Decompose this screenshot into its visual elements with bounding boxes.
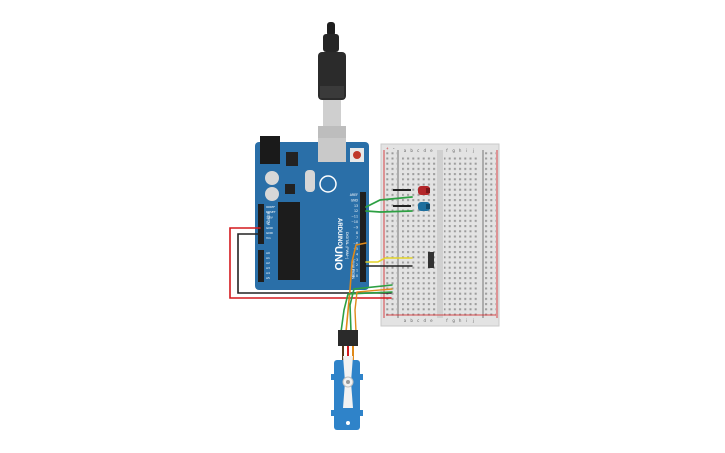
center-channel [437, 150, 443, 318]
breadboard-column-letter: f [446, 148, 448, 153]
digital-pin-label: 12 [354, 209, 358, 213]
usb-port [318, 138, 346, 162]
breadboard-column-letter: j [472, 318, 474, 323]
digital-header [360, 192, 366, 282]
wire-green-pin12 [365, 210, 413, 213]
digital-pin-label: 8 [356, 231, 358, 235]
power-pin-label: RESET [266, 210, 276, 214]
arduino-uno-board[interactable]: ARDUINO UNO DIGITAL (PWM~) ANALOG IN POW… [255, 136, 369, 290]
digital-pin-label: GND [351, 198, 359, 202]
digital-pin-label: TX 1 [350, 269, 358, 273]
digital-pin-label: 13 [354, 204, 358, 208]
terminal-strip-right [444, 155, 478, 317]
arduino-model-label: UNO [332, 246, 344, 271]
digital-header-label: DIGITAL (PWM~) [345, 232, 349, 259]
breadboard-column-letter: d [424, 148, 427, 153]
usb-cable [318, 22, 346, 152]
analog-header [258, 250, 264, 282]
breadboard-column-letter: i [466, 318, 467, 323]
breadboard-column-letter: h [459, 318, 462, 323]
analog-pin-label: A3 [266, 266, 270, 270]
power-pin-label: IOREF [266, 205, 275, 209]
wire-orange-servo-2 [354, 288, 393, 333]
wire-black-gnd [237, 233, 392, 294]
digital-pin-label: 4 [356, 252, 358, 256]
rail-minus-label: - [393, 146, 395, 151]
breadboard-column-letter: c [417, 148, 419, 153]
wire-green-pin13 [365, 196, 413, 208]
power-jack [260, 136, 280, 164]
capacitor-2 [265, 187, 279, 201]
digital-pin-label: ~6 [353, 242, 358, 246]
power-pin-label: GND [266, 231, 274, 235]
breadboard-column-letter: b [410, 148, 413, 153]
wire-green-servo-2 [340, 291, 393, 333]
arduino-logo-icon [319, 175, 337, 193]
power-header [258, 204, 264, 244]
breadboard-column-letter: e [430, 148, 433, 153]
wire-green-servo [349, 284, 393, 333]
power-pin-label: 3.3V [266, 215, 274, 219]
breadboard-column-letter: g [452, 148, 455, 153]
rail-plus-label: + [386, 146, 389, 151]
breadboard-column-letter: c [417, 318, 419, 323]
power-pin-label: 5V [266, 221, 271, 225]
terminal-strip-left [402, 155, 436, 317]
servo-motor[interactable] [331, 330, 363, 430]
servo-connector [338, 330, 358, 346]
right-power-rail [484, 150, 496, 318]
digital-pin-label: 7 [356, 236, 358, 240]
analog-pin-label: A1 [266, 256, 270, 260]
breadboard-column-letter: h [459, 148, 462, 153]
analog-pin-label: A0 [266, 251, 270, 255]
analog-header-label: ANALOG IN [351, 260, 355, 280]
digital-pin-label: ~9 [353, 225, 358, 229]
digital-pin-label: ~10 [351, 220, 358, 224]
analog-pin-label: A2 [266, 261, 270, 265]
power-pin-label: Vin [266, 236, 271, 240]
crystal-oscillator [305, 170, 315, 192]
wire-orange-servo-signal [345, 242, 367, 333]
digital-pin-label: 2 [356, 263, 358, 267]
breadboard-column-letter: e [430, 318, 433, 323]
analog-pin-label: A5 [266, 276, 270, 280]
led-red[interactable] [418, 186, 430, 195]
left-power-rail [385, 150, 397, 318]
power-pin-label: GND [266, 226, 274, 230]
digital-pin-label: ~3 [353, 258, 358, 262]
atmega-chip [278, 202, 300, 280]
breadboard-column-letter: i [466, 148, 467, 153]
breadboard-column-letter: a [404, 318, 407, 323]
arduino-brand-label: ARDUINO [336, 218, 342, 246]
breadboard-column-letter: b [410, 318, 413, 323]
transistor-component[interactable] [428, 252, 434, 268]
digital-pin-label: ~11 [351, 215, 358, 219]
breadboard-column-letter: g [452, 318, 455, 323]
digital-pin-label: RX 0 [351, 274, 358, 278]
power-header-label: POWER [267, 211, 271, 225]
analog-pin-label: A4 [266, 271, 270, 275]
breadboard-column-letter: d [424, 318, 427, 323]
breadboard-column-letter: a [404, 148, 407, 153]
breadboard-column-letter: f [446, 318, 448, 323]
led-blue[interactable] [418, 202, 430, 211]
wire-yellow-signal [365, 257, 413, 263]
digital-pin-label: AREF [350, 193, 358, 197]
breadboard-column-letter: j [472, 148, 474, 153]
wire-red-5v [229, 227, 392, 299]
wires [229, 196, 413, 333]
capacitor-1 [265, 171, 279, 185]
